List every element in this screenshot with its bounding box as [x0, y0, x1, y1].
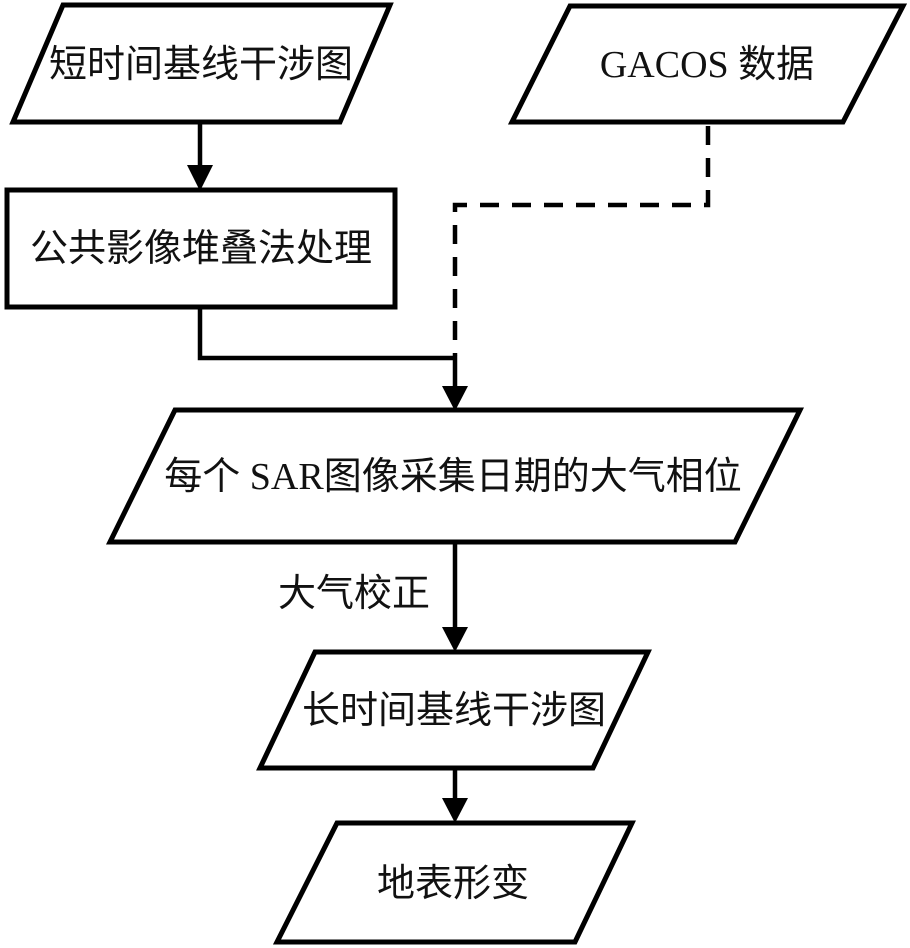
node-label-surface-deformation: 地表形变: [377, 863, 529, 905]
node-common-image-stacking: 公共影像堆叠法处理: [4, 187, 398, 310]
parallelogram-shape: [256, 649, 652, 771]
edge-stacking-to-atmos-phase: [197, 306, 468, 411]
node-short-baseline-interferogram: 短时间基线干涉图: [9, 2, 394, 125]
node-label-long-baseline-interferogram: 长时间基线干涉图: [302, 690, 606, 732]
parallelogram-shape: [105, 407, 805, 545]
edge-short-to-stacking: [187, 123, 213, 191]
parallelogram-shape: [272, 820, 636, 945]
node-label-common-image-stacking: 公共影像堆叠法处理: [30, 228, 372, 270]
node-label-gacos-data: GACOS 数据: [600, 44, 814, 86]
node-atmospheric-phase: 每个 SAR图像采集日期的大气相位: [105, 407, 805, 545]
parallelogram-shape: [507, 3, 908, 125]
dashed-connector-line: [452, 126, 711, 356]
arrowhead-icon: [442, 386, 468, 411]
parallelogram-shape: [9, 2, 394, 125]
node-surface-deformation: 地表形变: [272, 820, 636, 945]
edge-gacos-dashed: [452, 126, 711, 356]
edge-long-to-deformation: [442, 769, 468, 823]
arrowhead-icon: [442, 798, 468, 823]
arrowhead-icon: [442, 627, 468, 652]
node-label-short-baseline-interferogram: 短时间基线干涉图: [49, 44, 353, 86]
rectangle-shape: [4, 187, 398, 310]
node-label-atmospheric-phase: 每个 SAR图像采集日期的大气相位: [164, 456, 741, 498]
edge-label-atmospheric-correction: 大气校正: [278, 573, 430, 615]
node-gacos-data: GACOS 数据: [507, 3, 908, 125]
edge-line: [197, 306, 458, 391]
arrowhead-icon: [187, 165, 213, 191]
node-long-baseline-interferogram: 长时间基线干涉图: [256, 649, 652, 771]
edge-atmos-phase-to-long: 大气校正: [278, 543, 468, 652]
